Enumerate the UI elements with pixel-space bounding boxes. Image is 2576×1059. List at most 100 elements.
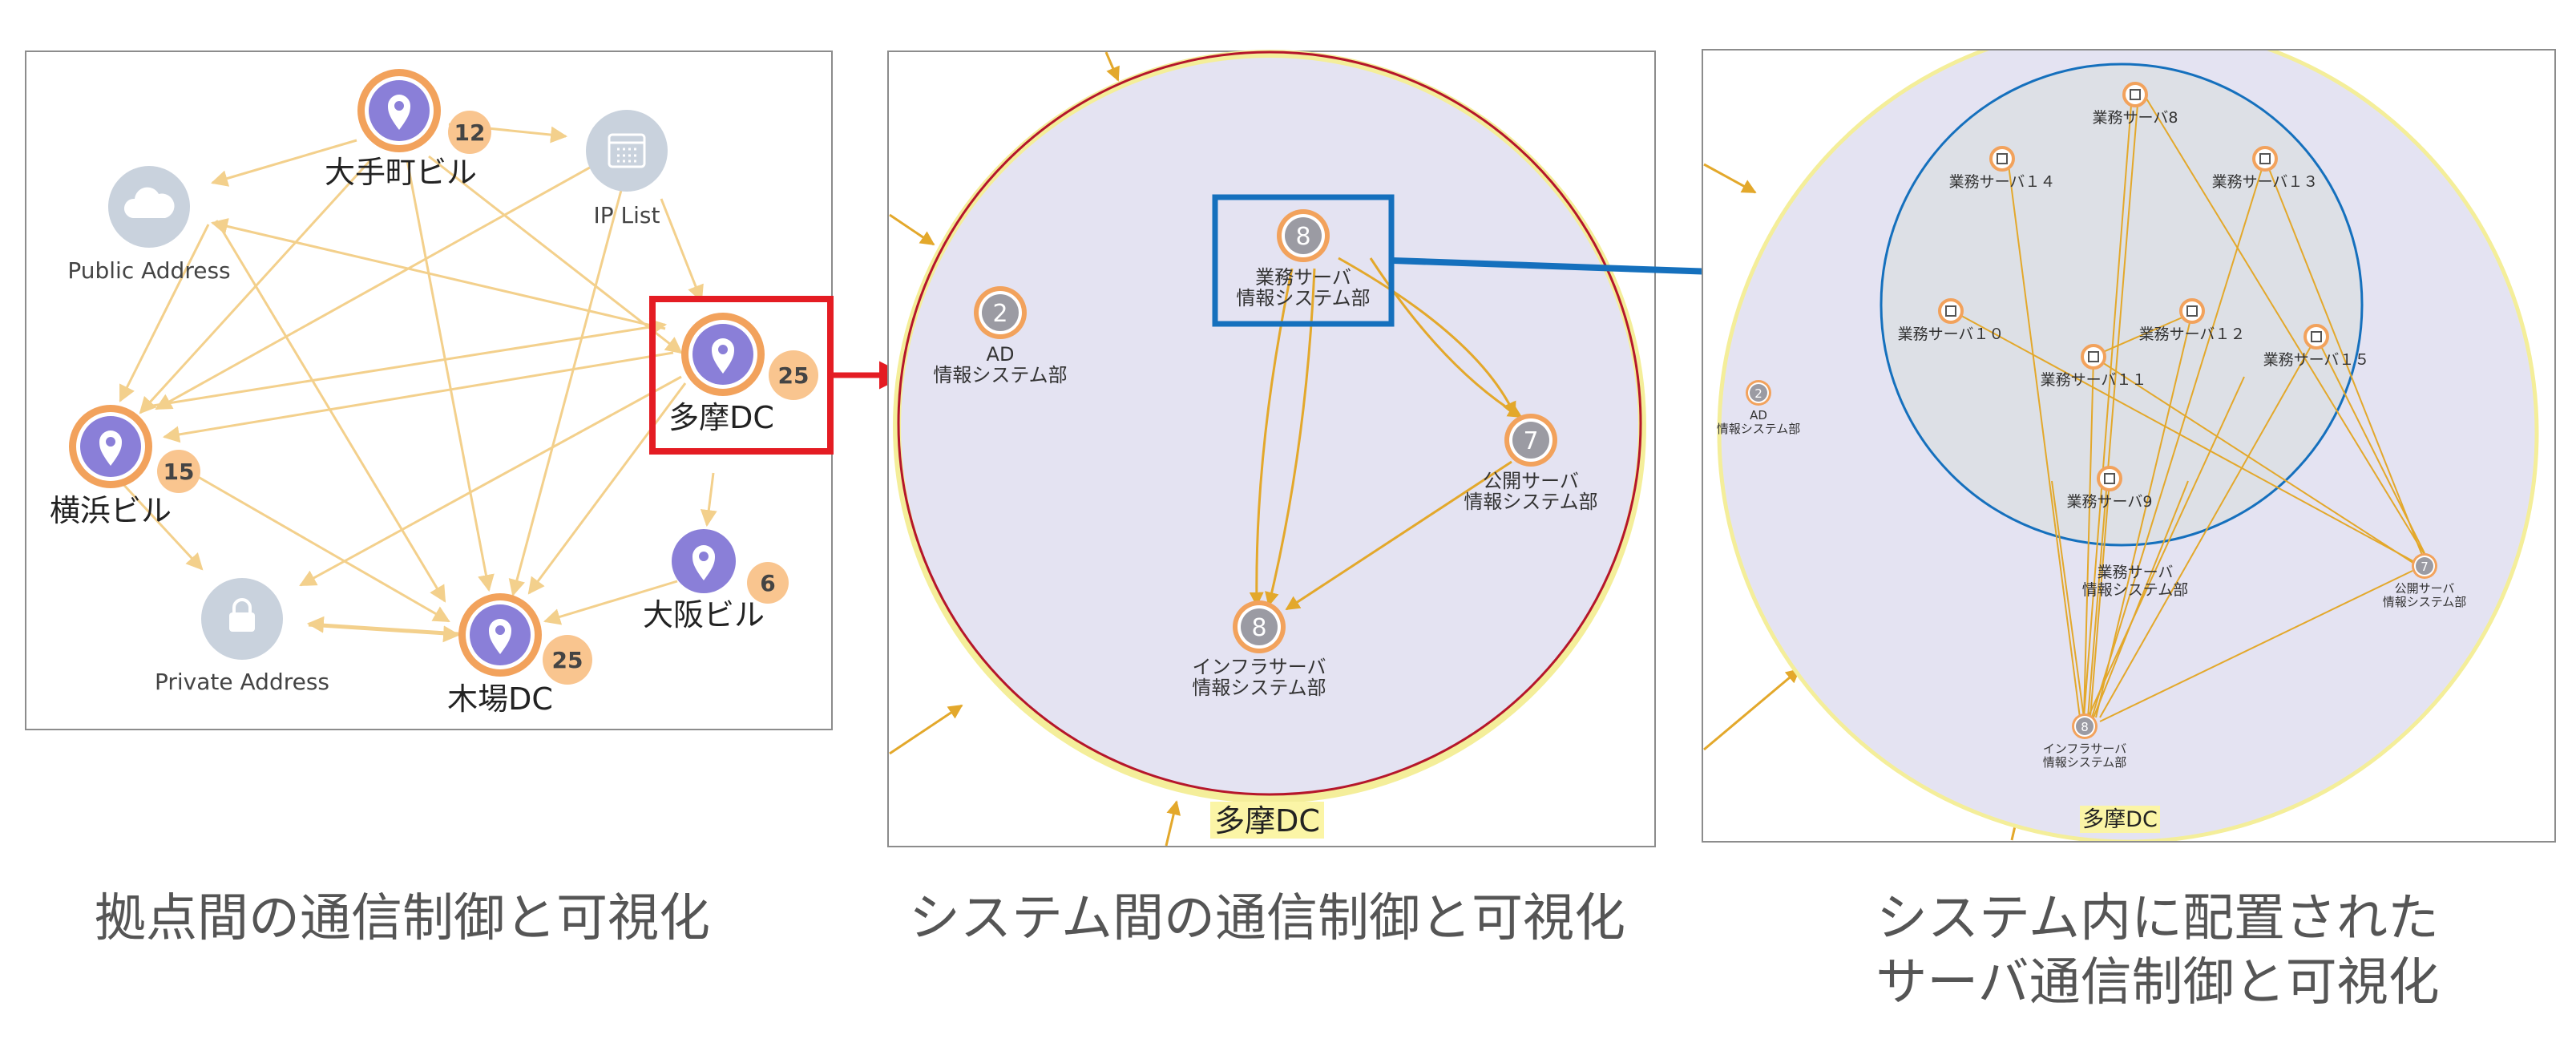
server-icon	[2311, 331, 2322, 342]
site-badge: 25	[552, 647, 583, 673]
server-icon	[2130, 89, 2141, 100]
tama-highlight-box	[649, 296, 834, 455]
private-address-node[interactable]: Private Address	[155, 578, 329, 695]
system-name: 公開サーバ	[2395, 581, 2455, 596]
system-dept: 情報システム部	[1717, 422, 1801, 436]
server-icon	[1997, 153, 2008, 164]
site-label: 木場DC	[447, 681, 553, 717]
site-node-otemachi[interactable]: 12 大手町ビル	[325, 69, 491, 190]
system-name: AD	[1750, 408, 1767, 422]
server-node[interactable]: 業務サーバ8	[2093, 82, 2178, 127]
system-dept: 情報システム部	[2043, 755, 2127, 770]
server-label: 業務サーバ１４	[1949, 173, 2056, 191]
system-node-gyomu[interactable]: 8 業務サーバ 情報システム部	[1236, 209, 1371, 309]
cloud-icon	[123, 187, 175, 218]
system-node-kokai[interactable]: 7 公開サーバ 情報システム部	[2383, 553, 2467, 609]
site-node-yokohama[interactable]: 15 横浜ビル	[50, 405, 200, 528]
system-name: インフラサーバ	[1192, 656, 1326, 678]
system-count: 7	[2421, 560, 2429, 574]
server-icon	[2088, 351, 2099, 362]
server-icon	[2104, 473, 2115, 484]
panel-server-network: 業務サーバ8 業務サーバ１４ 業務サーバ１３ 業務サーバ１０ 業務サーバ１２	[1702, 49, 2556, 843]
tama-zone	[893, 50, 1646, 803]
caption-panel3-line2: サーバ通信制御と可視化	[1875, 953, 2439, 1013]
server-node[interactable]: 業務サーバ１５	[2263, 324, 2370, 369]
location-pin-icon	[489, 619, 511, 654]
site-label: 多摩DC	[668, 400, 774, 435]
server-node[interactable]: 業務サーバ１３	[2212, 146, 2319, 191]
grid-icon	[608, 133, 646, 168]
site-node-osaka[interactable]: 6 大阪ビル	[643, 529, 789, 633]
system-dept: 情報システム部	[933, 364, 1067, 386]
server-label: 業務サーバ１３	[2212, 173, 2319, 191]
ip-list-node[interactable]: IP List	[586, 110, 668, 228]
system-count: 8	[1251, 614, 1266, 642]
server-node[interactable]: 業務サーバ１０	[1898, 298, 2005, 343]
server-node[interactable]: 業務サーバ１１	[2041, 344, 2147, 389]
site-edges	[119, 123, 717, 643]
site-badge: 12	[454, 119, 486, 146]
gyomu-highlight-box	[1212, 194, 1395, 327]
caption-panel2: システム間の通信制御と可視化	[909, 889, 1625, 948]
system-dept: 情報システム部	[1192, 677, 1326, 699]
location-pin-icon	[99, 430, 122, 466]
location-pin-icon	[692, 545, 715, 580]
panel-system-network: 2 AD 情報システム部 8 業務サーバ 情報システム部 7 公開サーバ 情報シ…	[887, 50, 1656, 847]
group-label: 情報システム部	[2082, 581, 2188, 599]
server-label: 業務サーバ8	[2093, 109, 2178, 127]
system-dept: 情報システム部	[2383, 595, 2467, 609]
group-label: 業務サーバ	[2098, 564, 2174, 581]
system-name: インフラサーバ	[2043, 742, 2126, 756]
system-node-kokai[interactable]: 7 公開サーバ 情報システム部	[1464, 414, 1598, 513]
server-node[interactable]: 業務サーバ１４	[1949, 146, 2056, 191]
site-node-kiba[interactable]: 25 木場DC	[447, 593, 592, 717]
zone-label: 多摩DC	[1210, 802, 1324, 839]
caption-panel3-line1: システム内に配置された	[1876, 889, 2439, 948]
panel-site-network: Public Address IP List Private Address	[25, 51, 834, 730]
server-node[interactable]: 業務サーバ9	[2067, 466, 2153, 511]
server-icon	[2186, 305, 2198, 317]
site-badge: 15	[164, 459, 195, 485]
location-pin-icon	[712, 338, 734, 374]
system-count: 8	[1295, 223, 1310, 251]
system-count: 8	[2081, 720, 2089, 734]
caption-panel1: 拠点間の通信制御と可視化	[95, 889, 710, 948]
system-node-infra[interactable]: 8 インフラサーバ 情報システム部	[2043, 713, 2127, 770]
server-node[interactable]: 業務サーバ１２	[2139, 298, 2246, 343]
site-label: 大阪ビル	[643, 597, 765, 633]
svg-text:多摩DC: 多摩DC	[2082, 807, 2158, 832]
public-address-node[interactable]: Public Address	[67, 166, 231, 284]
server-icon	[1945, 305, 1956, 317]
site-badge: 6	[760, 570, 775, 596]
server-label: 業務サーバ１１	[2041, 371, 2147, 389]
system-node-ad[interactable]: 2 AD 情報システム部	[1717, 380, 1801, 436]
system-node-infra[interactable]: 8 インフラサーバ 情報システム部	[1192, 600, 1326, 699]
system-count: 2	[1754, 386, 1762, 401]
zone-label: 多摩DC	[2080, 806, 2160, 833]
server-edges	[1955, 94, 2429, 722]
server-label: 業務サーバ１０	[1898, 325, 2005, 343]
server-label: 業務サーバ9	[2067, 493, 2153, 511]
site-badge: 25	[778, 362, 810, 389]
lock-icon	[229, 598, 255, 632]
system-name: 公開サーバ	[1483, 470, 1579, 492]
system-count: 7	[1523, 427, 1538, 455]
system-node-ad[interactable]: 2 AD 情報システム部	[933, 286, 1068, 386]
system-name: 業務サーバ	[1255, 266, 1351, 289]
server-label: 業務サーバ１５	[2263, 351, 2370, 369]
site-node-tama[interactable]: 25 多摩DC	[668, 313, 818, 435]
svg-text:多摩DC: 多摩DC	[1214, 803, 1320, 839]
site-label: 大手町ビル	[325, 155, 477, 190]
public-address-label: Public Address	[67, 257, 230, 284]
system-name: AD	[987, 343, 1015, 366]
server-nodes: 業務サーバ8 業務サーバ１４ 業務サーバ１３ 業務サーバ１０ 業務サーバ１２	[1898, 82, 2370, 511]
private-address-label: Private Address	[155, 669, 329, 695]
system-dept: 情報システム部	[1236, 287, 1370, 309]
site-label: 横浜ビル	[50, 493, 172, 528]
system-count: 2	[992, 300, 1007, 328]
location-pin-icon	[388, 95, 410, 130]
system-dept: 情報システム部	[1464, 491, 1597, 513]
ip-list-label: IP List	[594, 202, 660, 228]
server-label: 業務サーバ１２	[2139, 325, 2246, 343]
